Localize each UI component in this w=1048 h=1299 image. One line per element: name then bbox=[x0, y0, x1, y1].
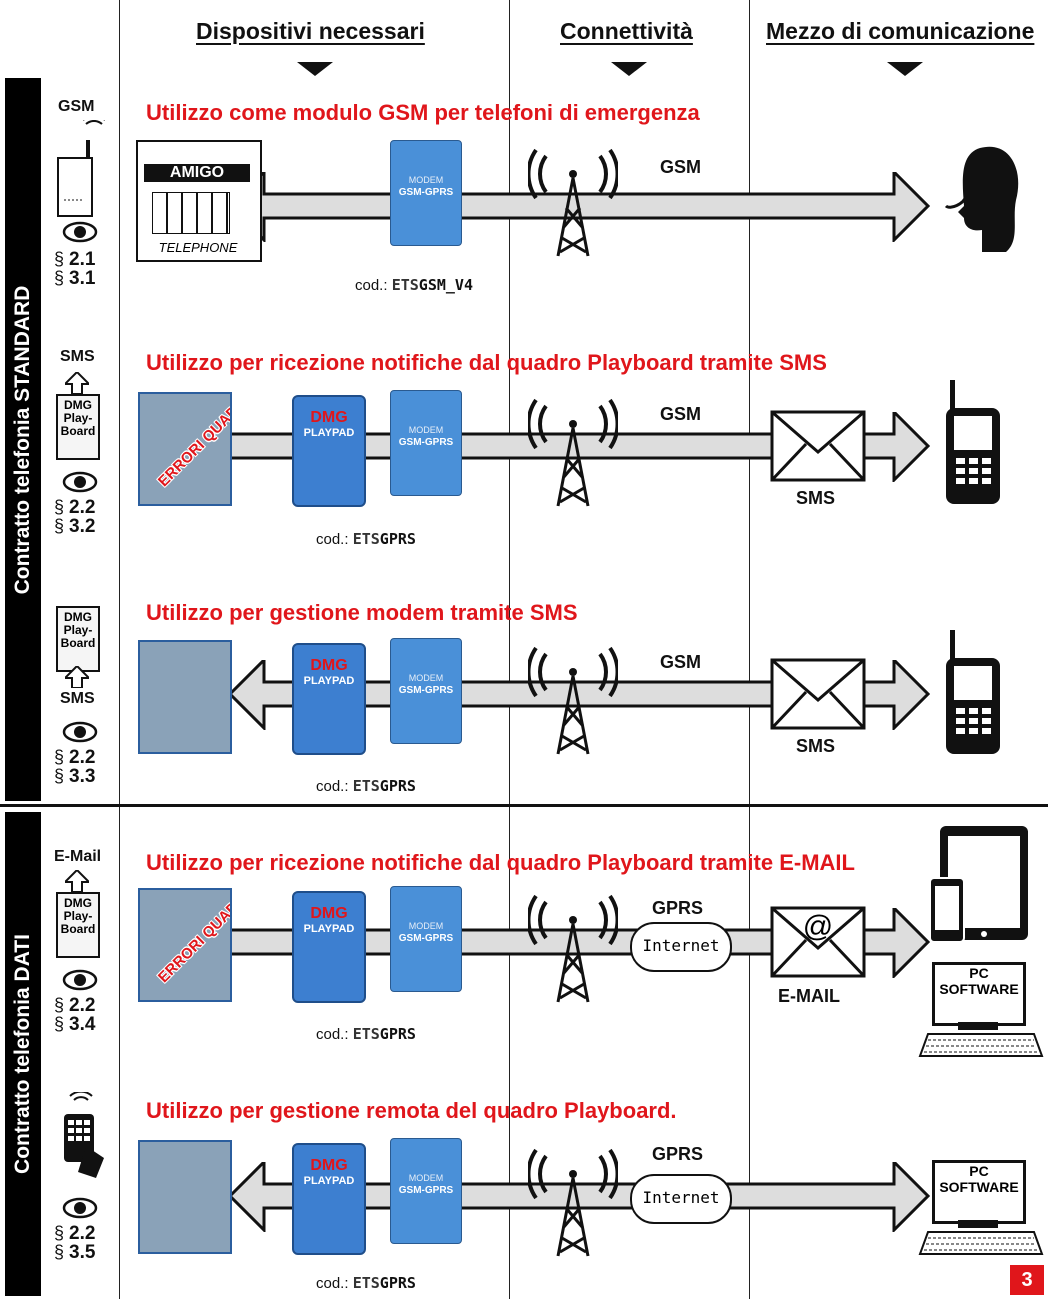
down-triangle-icon bbox=[611, 62, 647, 76]
connectivity-label: GPRS bbox=[652, 898, 704, 918]
tablet-phone-icon bbox=[930, 826, 1028, 943]
envelope-icon bbox=[770, 658, 866, 730]
side-label: SMS bbox=[60, 690, 95, 707]
down-triangle-icon bbox=[887, 62, 923, 76]
eye-icon bbox=[62, 969, 98, 991]
antenna-tower-icon bbox=[528, 646, 618, 755]
eye-icon bbox=[62, 221, 98, 243]
double-arrow bbox=[230, 660, 930, 730]
section-ref: § 2.2§ 3.2 bbox=[54, 497, 96, 537]
email-envelope-icon: @ bbox=[770, 906, 866, 978]
eye-icon bbox=[62, 721, 98, 743]
control-panel-image bbox=[138, 1140, 232, 1254]
row-title: Utilizzo per ricezione notifiche dal qua… bbox=[146, 850, 855, 875]
medium-label: E-MAIL bbox=[778, 986, 840, 1006]
antenna-tower-icon bbox=[528, 148, 618, 257]
medium-label: SMS bbox=[796, 736, 836, 756]
side-label: E-Mail bbox=[54, 848, 102, 865]
medium-label: SMS bbox=[796, 488, 836, 508]
connectivity-label: GSM bbox=[660, 157, 702, 177]
product-code: cod.: ETSGPRS bbox=[316, 1025, 416, 1043]
double-arrow bbox=[230, 1162, 930, 1232]
arrow-up-icon bbox=[65, 870, 89, 892]
section-divider bbox=[0, 804, 1048, 807]
header-connectivity: Connettività bbox=[560, 18, 693, 44]
keyboard-icon bbox=[918, 1022, 1044, 1057]
row-title: Utilizzo per gestione remota del quadro … bbox=[146, 1098, 677, 1123]
control-panel-image bbox=[138, 640, 232, 754]
envelope-icon bbox=[770, 410, 866, 482]
arrow-up-icon bbox=[65, 372, 89, 394]
operator-headset-icon bbox=[944, 146, 1019, 252]
control-panel-image: ERRORI QUADRO bbox=[138, 392, 232, 506]
gsm-module-icon bbox=[57, 120, 105, 217]
connectivity-label: GPRS bbox=[652, 1144, 704, 1164]
product-code: cod.: ETSGPRS bbox=[316, 777, 416, 795]
down-triangle-icon bbox=[297, 62, 333, 76]
product-code: cod.: ETSGPRS bbox=[316, 1274, 416, 1292]
antenna-tower-icon bbox=[528, 1148, 618, 1257]
sidebar-data: Contratto telefonia DATI bbox=[5, 812, 41, 1296]
connectivity-label: GSM bbox=[660, 404, 702, 424]
antenna-tower-icon bbox=[528, 894, 618, 1003]
page-number-badge: 3 bbox=[1010, 1265, 1044, 1295]
product-code: cod.: ETSGSM_V4 bbox=[355, 276, 473, 294]
row-title: Utilizzo per ricezione notifiche dal qua… bbox=[146, 350, 827, 375]
internet-cloud: Internet bbox=[630, 922, 732, 972]
internet-cloud: Internet bbox=[630, 1174, 732, 1224]
section-ref: § 2.1§ 3.1 bbox=[54, 249, 96, 289]
header-devices: Dispositivi necessari bbox=[196, 18, 425, 44]
section-ref: § 2.2§ 3.3 bbox=[54, 747, 96, 787]
side-label: SMS bbox=[60, 348, 95, 365]
keyboard-icon bbox=[918, 1220, 1044, 1255]
remote-control-icon bbox=[64, 1092, 104, 1178]
pc-software-screen: PC SOFTWARE bbox=[932, 1160, 1026, 1224]
connectivity-label: GSM bbox=[660, 652, 702, 672]
product-code: cod.: ETSGPRS bbox=[316, 530, 416, 548]
amigo-telephone: AMIGO TELEPHONE bbox=[136, 140, 262, 262]
row-title: Utilizzo per gestione modem tramite SMS bbox=[146, 600, 578, 625]
arrow-up-icon bbox=[65, 666, 89, 688]
eye-icon bbox=[62, 471, 98, 493]
side-label: GSM bbox=[58, 98, 95, 115]
section-ref: § 2.2§ 3.4 bbox=[54, 995, 96, 1035]
eye-icon bbox=[62, 1197, 98, 1219]
pc-software-screen: PC SOFTWARE bbox=[932, 962, 1026, 1026]
antenna-tower-icon bbox=[528, 398, 618, 507]
grid-line bbox=[509, 0, 510, 1299]
header-medium: Mezzo di comunicazione bbox=[766, 18, 1035, 44]
grid-line bbox=[119, 0, 120, 1299]
grid-line bbox=[749, 0, 750, 1299]
mobile-phone-icon bbox=[946, 630, 1000, 754]
control-panel-image: ERRORI QUADRO bbox=[138, 888, 232, 1002]
row-title: Utilizzo come modulo GSM per telefoni di… bbox=[146, 100, 700, 125]
mobile-phone-icon bbox=[946, 380, 1000, 504]
sidebar-standard: Contratto telefonia STANDARD bbox=[5, 78, 41, 801]
section-ref: § 2.2§ 3.5 bbox=[54, 1223, 96, 1263]
svg-text:@: @ bbox=[803, 910, 833, 943]
